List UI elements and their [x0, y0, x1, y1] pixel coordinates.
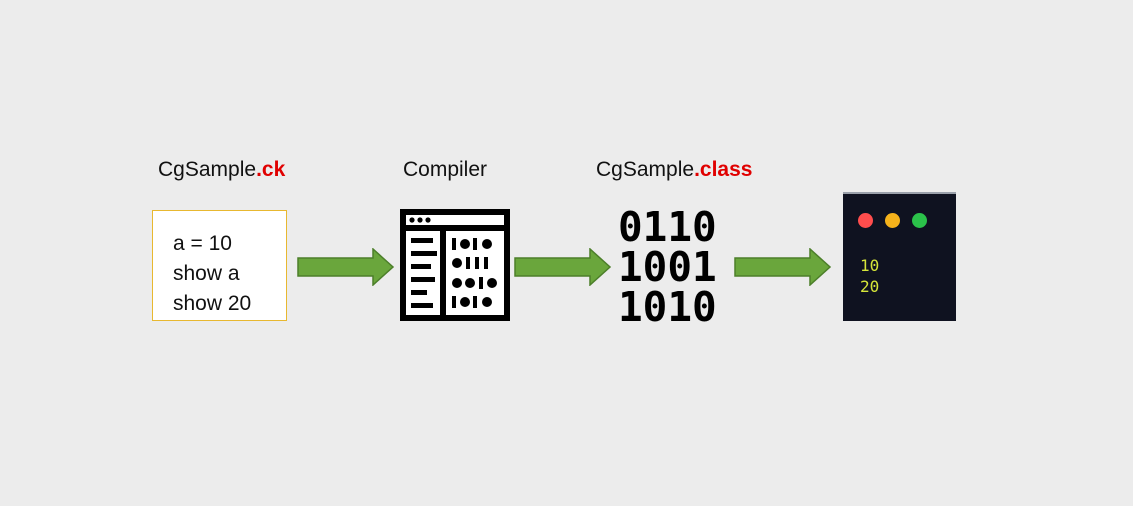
source-code-line: show a: [173, 262, 240, 285]
binary-code-icon: 0110 1001 1010: [618, 203, 717, 331]
compiler-window-icon: [400, 209, 510, 321]
source-file-name: CgSample: [158, 158, 257, 181]
arrow-right-icon: [514, 248, 612, 286]
class-file-extension: .class: [694, 158, 753, 181]
arrow-right-icon: [734, 248, 832, 286]
minimize-dot-icon: [885, 213, 900, 228]
source-file-label: CgSample.ck: [158, 158, 285, 182]
source-code-line: a = 10: [173, 232, 232, 255]
terminal-output-line: 20: [860, 277, 880, 296]
source-code-box: a = 10 show a show 20: [152, 210, 287, 321]
terminal-window-icon: 10 20: [843, 192, 956, 321]
maximize-dot-icon: [912, 213, 927, 228]
class-file-label: CgSample.class: [596, 158, 752, 182]
arrow-right-icon: [297, 248, 395, 286]
close-dot-icon: [858, 213, 873, 228]
binary-line: 1010: [618, 283, 717, 331]
terminal-output-line: 10: [860, 256, 880, 275]
source-file-extension: .ck: [256, 158, 286, 181]
compiler-label: Compiler: [403, 158, 488, 181]
source-code-line: show 20: [173, 292, 252, 315]
binary-line: 0110: [618, 203, 717, 251]
binary-line: 1001: [618, 243, 717, 291]
class-file-name: CgSample: [596, 158, 695, 181]
